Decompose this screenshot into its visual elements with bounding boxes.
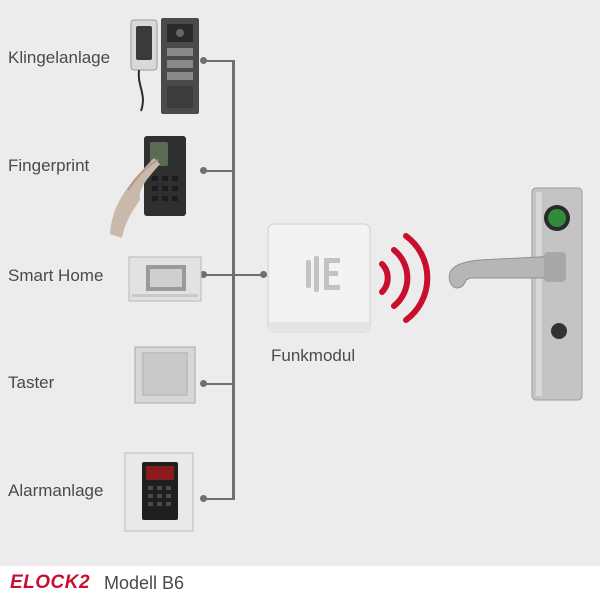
wire-smart-home [205, 274, 267, 276]
wire-taster [205, 383, 235, 385]
electronic-door-handle-icon [448, 187, 583, 401]
brand-logo: ELOCK2 [10, 572, 91, 593]
device-label-fingerprint: Fingerprint [8, 156, 90, 175]
wire-fingerprint [205, 170, 235, 172]
wire-dot [200, 380, 207, 387]
device-label-smart-home: Smart Home [8, 266, 104, 285]
alarm-keypad-icon [124, 452, 194, 532]
footer-bar [0, 566, 600, 600]
wire-dot [200, 495, 207, 502]
wire-dot [200, 57, 207, 64]
wireless-signal-icon [379, 233, 431, 323]
smart-home-panel-icon [128, 256, 202, 302]
push-button-icon [134, 346, 196, 404]
device-label-klingelanlage: Klingelanlage [8, 48, 111, 67]
radio-module-icon [267, 223, 371, 333]
device-label-taster: Taster [8, 373, 55, 392]
wire-klingelanlage [205, 60, 235, 62]
door-intercom-icon [130, 18, 199, 114]
wire-dot [200, 167, 207, 174]
wire-dot [260, 271, 267, 278]
device-label-alarmanlage: Alarmanlage [8, 481, 104, 500]
model-name: Modell B6 [104, 573, 185, 593]
wire-dot [200, 271, 207, 278]
module-label: Funkmodul [271, 346, 356, 365]
bus-wire-vertical [232, 60, 235, 500]
wire-alarmanlage [205, 498, 235, 500]
fingerprint-reader-icon [110, 136, 186, 238]
